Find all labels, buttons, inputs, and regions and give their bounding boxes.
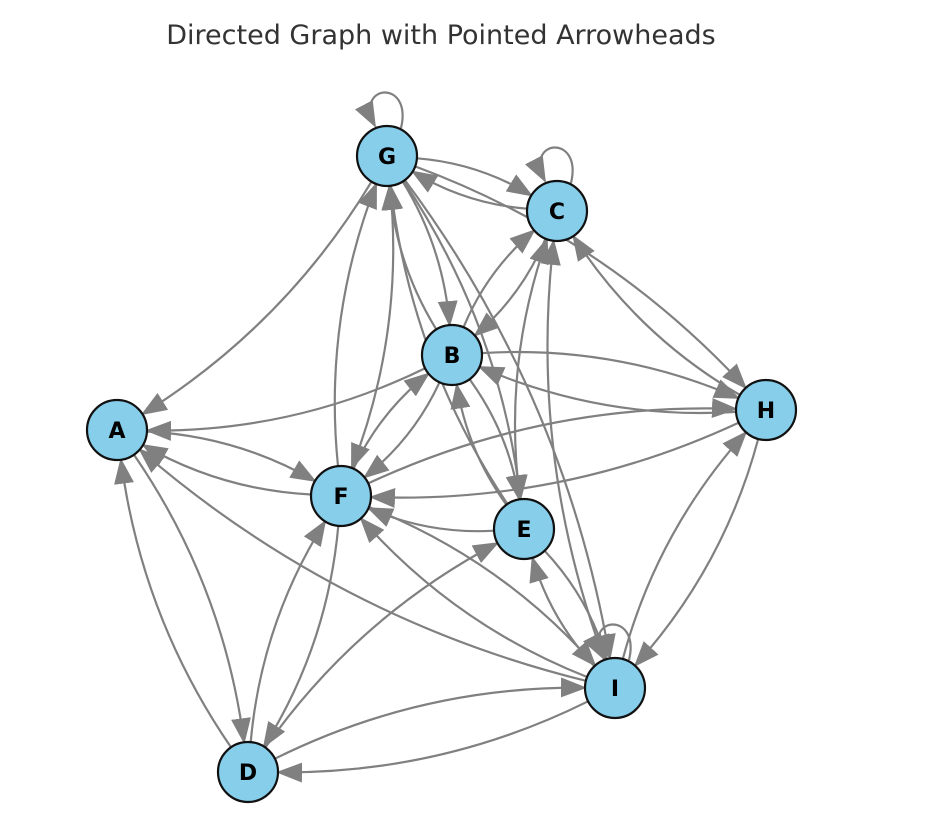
edge-D-F: [249, 519, 327, 743]
edge-F-B: [352, 372, 431, 470]
edge-G-A: [140, 181, 373, 416]
edge-I-E: [529, 555, 596, 667]
node-c: C: [525, 179, 589, 243]
edge-E-I: [543, 550, 610, 662]
node-circle: [355, 124, 419, 188]
edge-F-A: [141, 444, 312, 496]
node-h: H: [734, 378, 798, 442]
edge-B-G: [381, 183, 438, 330]
node-label: C: [549, 200, 565, 225]
edge-E-B: [450, 382, 508, 506]
node-label: B: [444, 344, 461, 369]
edge-A-F: [146, 430, 317, 482]
node-circle: [583, 656, 647, 720]
node-d: D: [216, 740, 280, 804]
edge-B-H: [481, 350, 741, 400]
edge-D-A: [114, 457, 232, 748]
edge-B-C: [462, 229, 536, 328]
node-i: I: [583, 656, 647, 720]
edge-B-A: [145, 367, 426, 441]
node-circle: [309, 464, 373, 528]
node-circle: [734, 378, 798, 442]
edge-G-F: [350, 185, 395, 470]
node-e: E: [492, 497, 556, 561]
node-circle: [216, 740, 280, 804]
node-circle: [492, 497, 556, 561]
node-circle: [420, 323, 484, 387]
edge-F-H: [367, 398, 738, 485]
edge-A-D: [133, 454, 251, 745]
edge-I-H: [621, 430, 748, 660]
edge-I-A: [138, 448, 587, 682]
edge-E-C: [513, 237, 549, 500]
edge-D-I: [274, 677, 587, 760]
nodes-layer: G C B A H F E I D: [85, 124, 798, 804]
edge-I-C: [540, 238, 606, 661]
edge-D-E: [264, 542, 500, 749]
node-label: F: [333, 485, 348, 510]
node-g: G: [355, 124, 419, 188]
node-circle: [85, 398, 149, 462]
node-f: F: [309, 464, 373, 528]
graph-title: Directed Graph with Pointed Arrowheads: [166, 20, 716, 51]
edge-B-E: [468, 378, 526, 502]
edge-F-G: [333, 182, 378, 467]
edge-G-G: [355, 91, 404, 129]
edge-E-F: [366, 507, 495, 533]
edges-layer: [114, 91, 760, 783]
node-circle: [525, 179, 589, 243]
edge-H-B: [477, 365, 737, 415]
edge-G-C: [416, 157, 534, 197]
node-label: H: [757, 399, 775, 424]
edge-H-I: [633, 438, 760, 668]
edge-F-I: [368, 505, 597, 667]
edge-G-B: [401, 181, 458, 328]
edge-G-I: [404, 179, 616, 661]
node-a: A: [85, 398, 149, 462]
edge-F-D: [262, 525, 340, 749]
node-label: G: [378, 145, 396, 170]
node-label: I: [611, 677, 619, 702]
node-label: D: [239, 761, 257, 786]
node-b: B: [420, 323, 484, 387]
edge-H-F: [369, 421, 740, 508]
node-label: A: [108, 419, 125, 444]
edge-I-D: [276, 700, 589, 783]
edge-B-F: [362, 381, 441, 479]
edge-I-F: [359, 517, 588, 679]
node-label: E: [516, 518, 531, 543]
edge-C-G: [410, 170, 528, 210]
edge-C-C: [525, 146, 574, 184]
